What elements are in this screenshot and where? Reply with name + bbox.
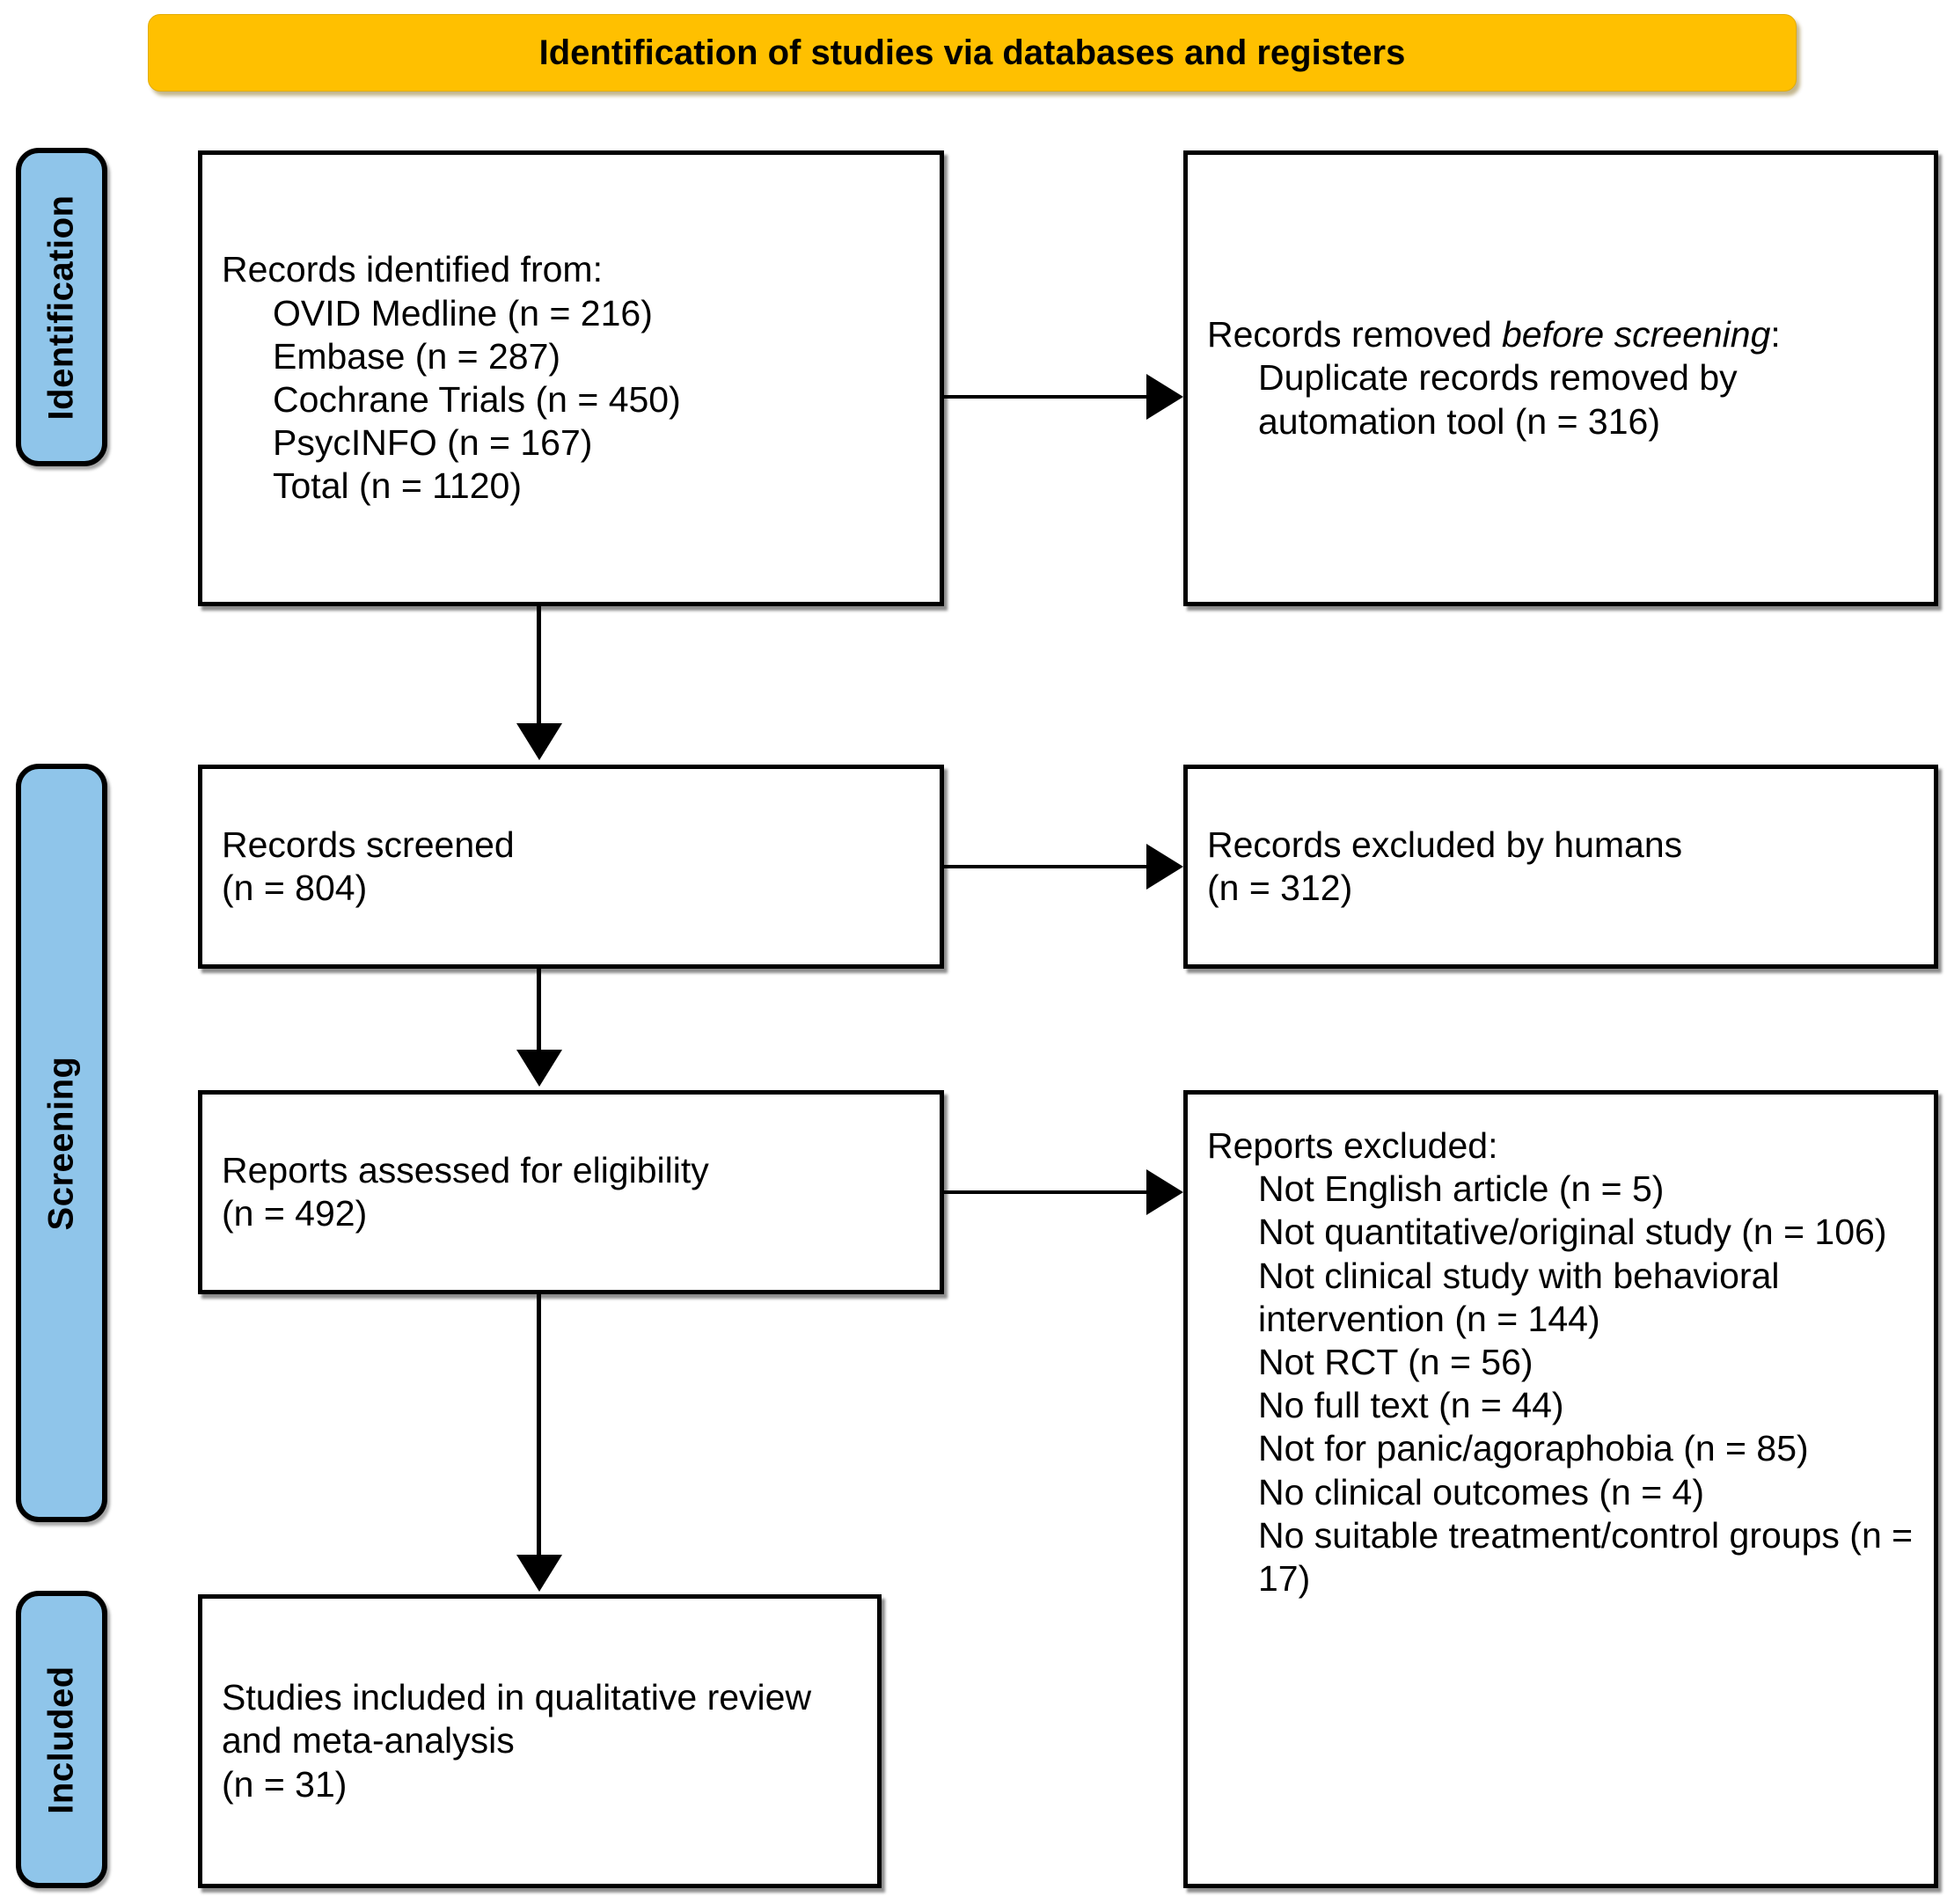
- box-reports-assessed-for-eligibility: Reports assessed for eligibility (n = 49…: [198, 1090, 944, 1294]
- connector-identified-to-screened: [537, 606, 541, 727]
- records-removed-heading-pre: Records removed: [1207, 314, 1502, 355]
- arrow-down-icon: [516, 723, 562, 760]
- reports-assessed-label: Reports assessed for eligibility: [222, 1149, 709, 1190]
- stage-tab-screening-label: Screening: [41, 1056, 81, 1230]
- records-identified-total: Total (n = 1120): [273, 465, 522, 507]
- arrow-right-icon: [1146, 1169, 1183, 1215]
- banner-identification-header: Identification of studies via databases …: [148, 14, 1797, 92]
- box-records-excluded-by-humans: Records excluded by humans (n = 312): [1183, 765, 1938, 969]
- stage-tab-identification-label: Identification: [41, 194, 81, 420]
- reports-excluded-heading: Reports excluded:: [1207, 1125, 1498, 1166]
- reports-excluded-reason: No full text (n = 44): [1258, 1385, 1564, 1426]
- reports-excluded-reason: Not clinical study with behavioral inter…: [1258, 1255, 1790, 1339]
- reports-excluded-reason: No clinical outcomes (n = 4): [1258, 1471, 1705, 1512]
- records-removed-heading: Records removed before screening:: [1207, 313, 1914, 356]
- records-identified-source: Embase (n = 287): [273, 335, 561, 377]
- banner-title: Identification of studies via databases …: [538, 33, 1406, 72]
- connector-assessed-to-included: [537, 1294, 541, 1556]
- box-reports-excluded: Reports excluded: Not English article (n…: [1183, 1090, 1938, 1888]
- records-screened-count: (n = 804): [222, 868, 368, 908]
- reports-excluded-reason: Not English article (n = 5): [1258, 1168, 1665, 1210]
- arrow-down-icon: [516, 1050, 562, 1087]
- studies-included-count: (n = 31): [222, 1763, 348, 1805]
- arrow-right-icon: [1146, 374, 1183, 420]
- records-removed-item: Duplicate records removed by automation …: [1258, 357, 1748, 442]
- studies-included-label: Studies included in qualitative review a…: [222, 1677, 822, 1761]
- box-records-removed-before-screening: Records removed before screening: Duplic…: [1183, 150, 1938, 606]
- records-identified-source: Cochrane Trials (n = 450): [273, 379, 681, 420]
- box-records-identified: Records identified from: OVID Medline (n…: [198, 150, 944, 606]
- reports-assessed-count: (n = 492): [222, 1193, 368, 1234]
- records-identified-heading: Records identified from:: [222, 249, 603, 290]
- reports-excluded-reason: Not quantitative/original study (n = 106…: [1258, 1212, 1887, 1253]
- connector-identified-to-removed: [944, 395, 1148, 399]
- records-excluded-count: (n = 312): [1207, 868, 1353, 908]
- arrow-right-icon: [1146, 844, 1183, 890]
- records-screened-label: Records screened: [222, 824, 515, 865]
- box-records-screened: Records screened (n = 804): [198, 765, 944, 969]
- stage-tab-identification: Identification: [16, 148, 107, 466]
- stage-tab-included-label: Included: [41, 1665, 81, 1814]
- reports-excluded-reason: Not RCT (n = 56): [1258, 1341, 1533, 1382]
- records-identified-source: PsycINFO (n = 167): [273, 422, 593, 464]
- records-excluded-label: Records excluded by humans: [1207, 824, 1683, 865]
- records-identified-source: OVID Medline (n = 216): [273, 292, 653, 333]
- box-studies-included: Studies included in qualitative review a…: [198, 1594, 882, 1888]
- reports-excluded-reason: No suitable treatment/control groups (n …: [1258, 1514, 1923, 1599]
- stage-tab-included: Included: [16, 1591, 107, 1888]
- records-removed-heading-italic: before screening: [1501, 314, 1771, 355]
- connector-screened-to-assessed: [537, 969, 541, 1051]
- reports-excluded-reason: Not for panic/agoraphobia (n = 85): [1258, 1428, 1809, 1469]
- connector-screened-to-excluded: [944, 865, 1148, 868]
- records-removed-heading-post: :: [1770, 314, 1781, 355]
- arrow-down-icon: [516, 1555, 562, 1592]
- connector-assessed-to-reports-excluded: [944, 1190, 1148, 1194]
- stage-tab-screening: Screening: [16, 764, 107, 1522]
